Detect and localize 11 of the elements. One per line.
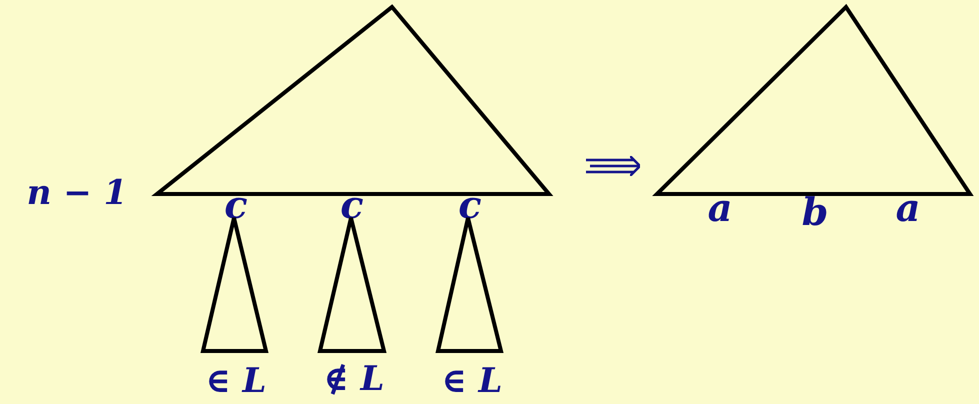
variable-label: c	[458, 185, 482, 225]
variable-label: a	[896, 188, 920, 228]
variable-label: c	[340, 185, 364, 225]
math-label: ∈ L	[206, 361, 266, 401]
variable-label: a	[708, 188, 732, 228]
math-label: ∉ L	[324, 359, 384, 399]
variable-label: c	[224, 185, 248, 225]
math-label: n − 1	[26, 173, 128, 213]
math-label: ∈ L	[442, 361, 502, 401]
implies-arrow	[584, 154, 642, 178]
variable-label: b	[802, 192, 828, 232]
